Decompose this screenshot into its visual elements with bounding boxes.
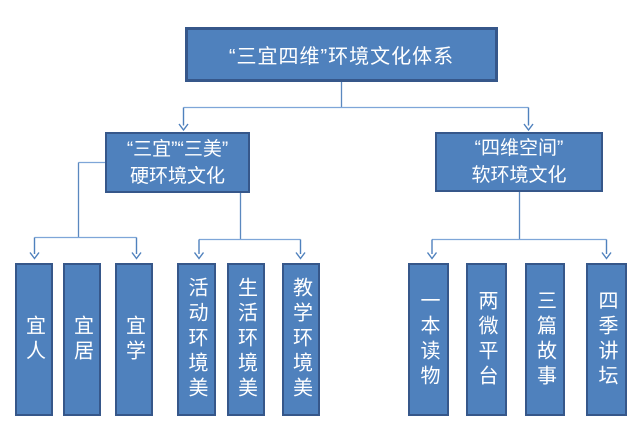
arrowhead-icon: [178, 123, 189, 132]
node-activity-environment-beauty: 活动环境美: [177, 263, 216, 416]
node-life-environment-beauty: 生活环境美: [227, 263, 265, 416]
arrowhead-icon: [601, 252, 612, 260]
arrowhead-icon: [131, 252, 142, 260]
node-three-stories: 三篇故事: [525, 263, 565, 416]
connector-hard-left-group: [29, 161, 142, 260]
node-soft-environment-culture: “四维空间” 软环境文化: [435, 132, 603, 192]
connector-soft-bottom-group: [426, 192, 612, 260]
node-one-book: 一本读物: [408, 263, 449, 416]
node-yi-ren: 宜人: [15, 263, 53, 416]
arrowhead-icon: [295, 252, 306, 260]
arrowhead-icon: [29, 252, 40, 260]
node-root-system: “三宜四维”环境文化体系: [185, 27, 498, 82]
connector-root-split: [178, 82, 534, 132]
arrowhead-icon: [426, 252, 438, 260]
node-yi-ju: 宜居: [63, 263, 101, 416]
node-two-micro-platforms: 两微平台: [466, 263, 507, 416]
node-hard-environment-culture: “三宜”“三美” 硬环境文化: [105, 132, 250, 193]
node-yi-xue: 宜学: [115, 263, 153, 416]
arrowhead-icon: [523, 123, 534, 132]
arrowhead-icon: [193, 252, 205, 260]
node-teaching-environment-beauty: 教学环境美: [282, 263, 320, 416]
node-four-season-forum: 四季讲坛: [586, 263, 627, 416]
connector-hard-bottom-group: [193, 193, 306, 260]
